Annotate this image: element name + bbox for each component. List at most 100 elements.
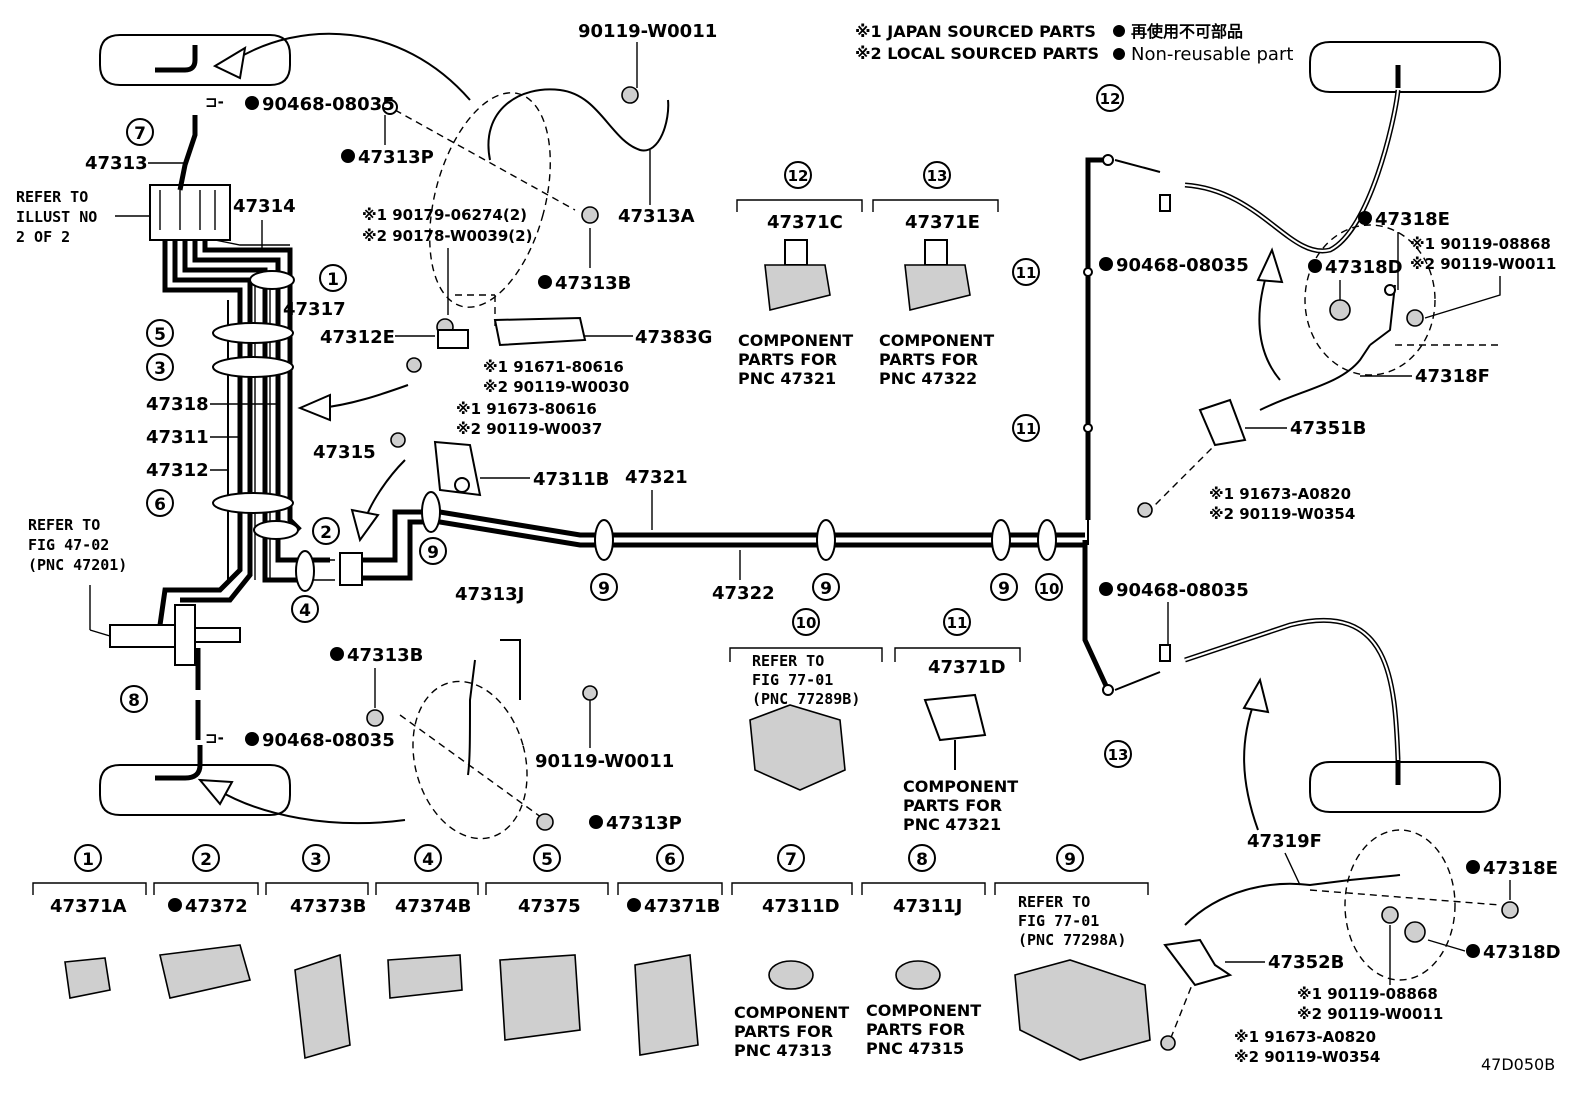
grommet-47311D-icon	[768, 960, 814, 990]
label-47312: 47312	[146, 460, 209, 481]
label-47371D: 47371D	[928, 657, 1006, 678]
refer-fig7701a-1: REFER TO	[752, 652, 824, 670]
part-labels: 90119-W0011 ⊐- 90468-08035 47313P 47313 …	[16, 21, 1561, 1074]
row-num-7: 7	[785, 850, 797, 870]
callout-9: 9	[598, 579, 610, 599]
row-num-9: 9	[1064, 850, 1076, 870]
row-code-4: 47374B	[395, 896, 471, 917]
callout-3: 3	[154, 359, 166, 379]
callout-2: 2	[320, 523, 332, 543]
label-90119-08868-bottom: ※1 90119-08868	[1297, 985, 1438, 1003]
note-c7-2: PARTS FOR	[734, 1022, 833, 1041]
note-c12-1: COMPONENT	[738, 331, 853, 350]
row-num-4: 4	[422, 850, 434, 870]
legend-non-reusable-jp: 再使用不可部品	[1131, 22, 1243, 41]
label-47312E: 47312E	[320, 327, 395, 348]
label-90179-06274: ※1 90179-06274(2)	[362, 206, 527, 224]
label-90119-w0354: ※2 90119-W0354	[1209, 505, 1355, 523]
group-brackets	[729, 199, 1021, 662]
hardware	[366, 86, 1519, 1051]
label-90119-w0011: 90119-W0011	[578, 21, 717, 42]
label-47311: 47311	[146, 427, 209, 448]
callout-6: 6	[154, 495, 166, 515]
label-47322: 47322	[712, 583, 775, 604]
note-c13-2: PARTS FOR	[879, 350, 978, 369]
callout-13: 13	[1108, 746, 1129, 764]
clip-47371A-icon	[64, 957, 111, 999]
clip-77298A	[1014, 959, 1151, 1061]
refer-fig4702-3: (PNC 47201)	[28, 556, 127, 574]
refer-fig7701b-3: (PNC 77298A)	[1018, 931, 1126, 949]
label-90468-08035-right-bottom: 90468-08035	[1116, 580, 1249, 601]
clip-47373B-icon	[294, 953, 351, 1060]
label-47313P: 47313P	[358, 147, 434, 168]
row-num-2: 2	[200, 850, 212, 870]
bottom-parts-row: 1 2 3 4 5 6 7 8 9 47371A 47372 47373B 47…	[32, 844, 1149, 1060]
label-47318F: 47318F	[1415, 366, 1490, 387]
clip-77289B	[749, 704, 846, 791]
refer-fig7701a-2: FIG 77-01	[752, 671, 833, 689]
figure-code: 47D050B	[1481, 1055, 1555, 1074]
label-47313B-bottom: 47313B	[347, 645, 423, 666]
row-code-5: 47375	[518, 896, 581, 917]
label-90119-w0011-right: ※2 90119-W0011	[1410, 255, 1556, 273]
clip-47371D	[923, 693, 987, 770]
wheel-front-right	[1309, 41, 1501, 93]
callout-8: 8	[128, 691, 140, 711]
row-code-3: 47373B	[290, 896, 366, 917]
label-connector-icon: ⊐-	[205, 93, 224, 111]
right-hoses	[1083, 89, 1401, 761]
legend-local-sourced: ※2 LOCAL SOURCED PARTS	[855, 44, 1099, 63]
refer-fig4702-2: FIG 47-02	[28, 536, 109, 554]
label-47318E: 47318E	[1375, 209, 1450, 230]
label-47317: 47317	[283, 299, 346, 320]
row-code-1: 47371A	[50, 896, 127, 917]
master-cylinder	[89, 585, 241, 740]
row-code-2: 47372	[185, 896, 248, 917]
row-code-7: 47311D	[762, 896, 840, 917]
refer-illust-1: REFER TO	[16, 188, 88, 206]
label-47318: 47318	[146, 394, 209, 415]
label-47321: 47321	[625, 467, 688, 488]
clip-47371B-icon	[634, 954, 699, 1056]
label-47311B: 47311B	[533, 469, 609, 490]
refer-fig4702-1: REFER TO	[28, 516, 100, 534]
label-90119-w0011-rb: ※2 90119-W0011	[1297, 1005, 1443, 1023]
label-91673-80616: ※1 91673-80616	[456, 400, 597, 418]
refer-illust-2: ILLUST NO	[16, 208, 97, 226]
label-47319F: 47319F	[1247, 831, 1322, 852]
note-c11-3: PNC 47321	[903, 815, 1001, 834]
label-47371E: 47371E	[905, 212, 980, 233]
refer-fig7701a-3: (PNC 77289B)	[752, 690, 860, 708]
label-47313A: 47313A	[618, 206, 695, 227]
callout-9: 9	[820, 579, 832, 599]
callout-10: 10	[1039, 580, 1060, 598]
clip-47372-icon	[159, 944, 252, 999]
callout-10: 10	[796, 614, 817, 632]
clamp-ellipses	[212, 270, 1057, 592]
row-num-1: 1	[82, 850, 94, 870]
clip-47371C	[764, 239, 831, 311]
label-47351B: 47351B	[1290, 418, 1366, 439]
label-47318D-bottom: 47318D	[1483, 942, 1561, 963]
callout-12: 12	[1100, 90, 1121, 108]
row-code-6: 47371B	[644, 896, 720, 917]
row-num-8: 8	[916, 850, 928, 870]
legend: ※1 JAPAN SOURCED PARTS ※2 LOCAL SOURCED …	[855, 22, 1293, 65]
note-c11-2: PARTS FOR	[903, 796, 1002, 815]
row-num-6: 6	[664, 850, 676, 870]
label-47318E-bottom: 47318E	[1483, 858, 1558, 879]
note-c8-2: PARTS FOR	[866, 1020, 965, 1039]
callout-7: 7	[134, 124, 146, 144]
callout-9: 9	[427, 543, 439, 563]
note-c7-3: PNC 47313	[734, 1041, 832, 1060]
label-90119-w0354-bottom: ※2 90119-W0354	[1234, 1048, 1380, 1066]
note-c8-3: PNC 47315	[866, 1039, 964, 1058]
label-91671-80616: ※1 91671-80616	[483, 358, 624, 376]
label-47371C: 47371C	[767, 212, 843, 233]
label-90178-w0039: ※2 90178-W0039(2)	[362, 227, 532, 245]
label-47313B: 47313B	[555, 273, 631, 294]
label-47318D: 47318D	[1325, 257, 1403, 278]
wheel-front-left	[99, 34, 291, 86]
